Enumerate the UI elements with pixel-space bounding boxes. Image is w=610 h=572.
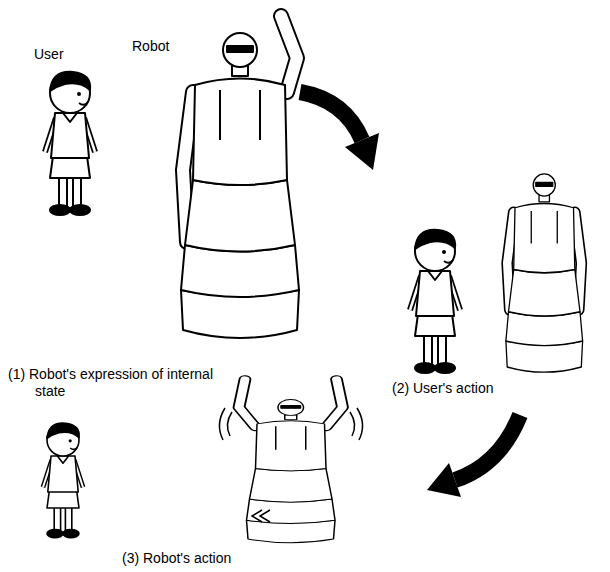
step-caption: (3) Robot's action bbox=[122, 550, 231, 567]
robot-figure bbox=[506, 174, 583, 372]
user-figure bbox=[45, 72, 95, 215]
user-label: User bbox=[34, 46, 64, 63]
robot-figure bbox=[181, 16, 299, 338]
user-figure bbox=[410, 230, 460, 373]
cycle-arrow bbox=[300, 92, 379, 170]
cycle-arrow bbox=[427, 415, 520, 497]
motion-lines bbox=[219, 408, 362, 522]
step-caption: (1) Robot's expression of internal state bbox=[8, 366, 235, 400]
step-caption: (2) User's action bbox=[392, 380, 493, 397]
robot-figure bbox=[239, 379, 343, 543]
robot-label: Robot bbox=[132, 38, 169, 55]
user-figure bbox=[43, 423, 83, 538]
